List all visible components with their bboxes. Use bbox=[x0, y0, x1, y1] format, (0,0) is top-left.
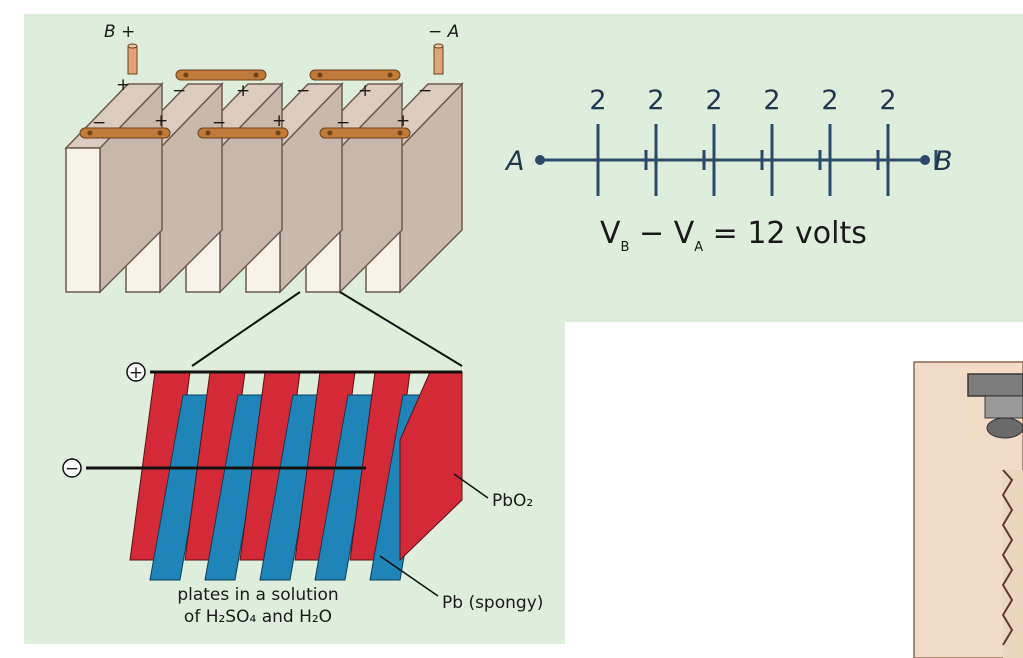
cell-voltage-label: 2 bbox=[763, 85, 780, 116]
circuit-cell-symbol bbox=[886, 124, 938, 196]
polarity-mark: − bbox=[336, 113, 350, 133]
cell-voltage-label: 2 bbox=[647, 85, 664, 116]
plates-caption-line-1: plates in a solution bbox=[177, 585, 338, 605]
polarity-mark: + bbox=[396, 111, 410, 131]
polarity-mark: + bbox=[236, 81, 250, 101]
polarity-mark: − bbox=[92, 113, 106, 133]
terminal-cap bbox=[967, 373, 1023, 397]
circuit-cell-symbol bbox=[596, 124, 648, 196]
node-a-dot bbox=[535, 155, 545, 165]
pbo2-label: PbO₂ bbox=[492, 491, 533, 511]
node-b-dot bbox=[920, 155, 930, 165]
plate-pb bbox=[149, 394, 213, 581]
polarity-mark: + bbox=[358, 81, 372, 101]
positive-terminal-symbol: + bbox=[126, 362, 146, 383]
battery-cells bbox=[64, 82, 464, 294]
cell-polarity-marks: + − + − + − − + − + − + bbox=[92, 75, 432, 133]
pb-spongy-label: Pb (spongy) bbox=[442, 593, 543, 613]
svg-text:−: − bbox=[65, 459, 79, 479]
terminal-post-b bbox=[127, 43, 138, 75]
electrode-plates bbox=[129, 371, 463, 581]
polarity-mark: + bbox=[154, 111, 168, 131]
polarity-mark: − bbox=[172, 81, 186, 101]
polarity-mark: + bbox=[116, 75, 130, 95]
plates-caption-line-2: of H₂SO₄ and H₂O bbox=[184, 607, 332, 627]
polarity-mark: − bbox=[418, 81, 432, 101]
connector-strap bbox=[309, 69, 401, 81]
svg-text:+: + bbox=[129, 363, 143, 383]
connector-strap bbox=[319, 127, 411, 139]
voltage-equation: VB − VA = 12 volts bbox=[600, 216, 867, 255]
terminal-post-a bbox=[433, 43, 444, 75]
polarity-mark: − bbox=[212, 113, 226, 133]
terminal-b-label: B + bbox=[104, 22, 135, 42]
zoom-line bbox=[191, 291, 301, 367]
cell-voltage-label: 2 bbox=[589, 85, 606, 116]
node-a-label: A bbox=[504, 146, 524, 177]
cell-voltage-label: 2 bbox=[879, 85, 896, 116]
battery-cutaway-illustration bbox=[913, 361, 1023, 658]
cell-voltage-label: 2 bbox=[705, 85, 722, 116]
plate-pb bbox=[314, 394, 378, 581]
plate-pb bbox=[204, 394, 268, 581]
circuit-cell-symbol bbox=[828, 124, 880, 196]
connector-strap bbox=[197, 127, 289, 139]
connector-strap bbox=[79, 127, 171, 139]
negative-terminal-symbol: − bbox=[62, 458, 82, 479]
pb-leader-line bbox=[379, 555, 439, 597]
circuit-cell-symbol bbox=[770, 124, 822, 196]
zoom-line bbox=[339, 291, 463, 367]
polarity-mark: + bbox=[272, 111, 286, 131]
circuit-cell-symbol bbox=[712, 124, 764, 196]
polarity-mark: − bbox=[296, 81, 310, 101]
plate-pb bbox=[259, 394, 323, 581]
circuit-cells bbox=[596, 124, 938, 196]
cell-voltage-label: 2 bbox=[821, 85, 838, 116]
node-b-label: B bbox=[934, 146, 953, 177]
cell-connector-straps bbox=[79, 69, 411, 139]
pbo2-leader-line bbox=[453, 473, 489, 499]
circuit-cell-symbol bbox=[654, 124, 706, 196]
connector-strap bbox=[175, 69, 267, 81]
terminal-a-label: − A bbox=[428, 22, 459, 42]
circuit-schematic: 2 2 2 2 2 2 bbox=[535, 85, 938, 196]
cell-voltage-labels: 2 2 2 2 2 2 bbox=[589, 85, 896, 116]
